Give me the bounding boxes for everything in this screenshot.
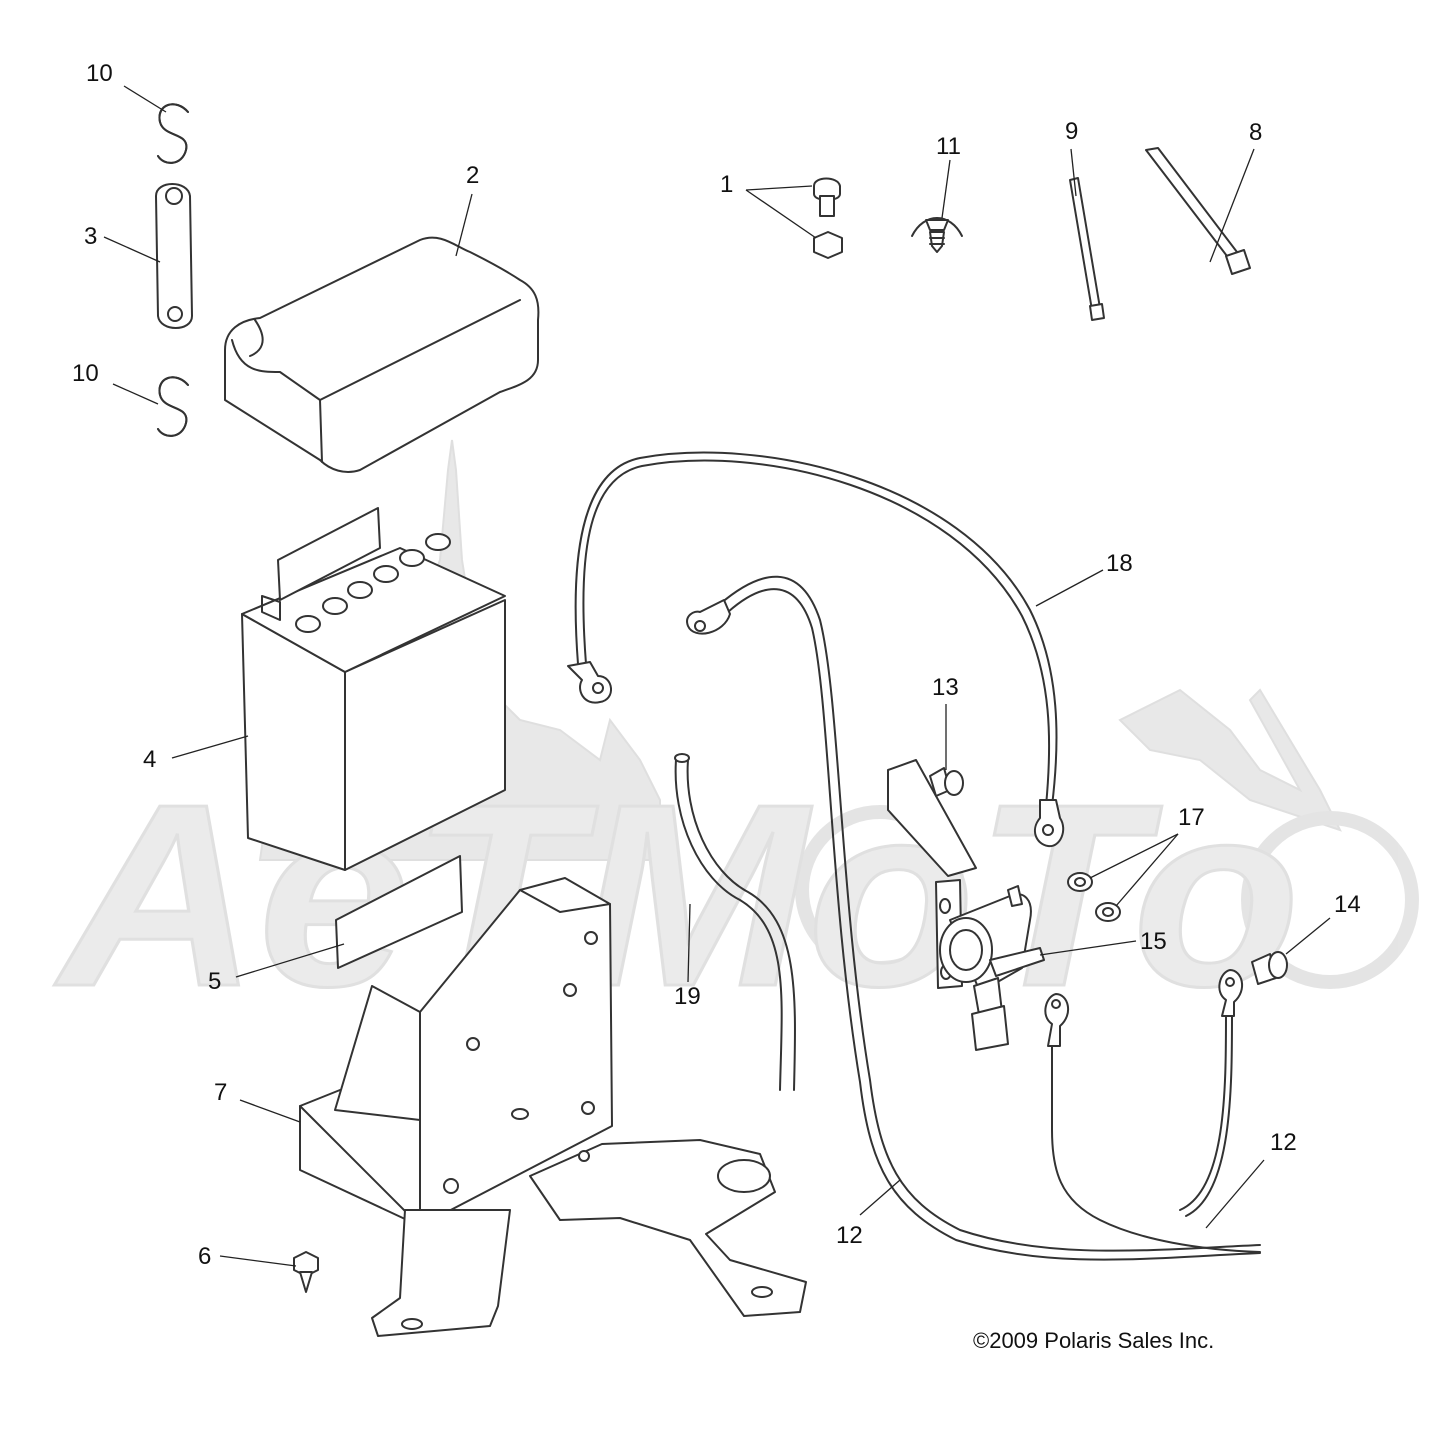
part-washers	[1067, 872, 1121, 922]
part-rivet-15	[1251, 951, 1288, 985]
part-label	[335, 855, 463, 969]
callout-13: 12	[1270, 1129, 1297, 1156]
callout-16: 15	[1140, 928, 1167, 955]
part-link-bar	[155, 183, 193, 329]
part-bolt-and-nut	[813, 177, 843, 259]
callout-10-top: 10	[86, 60, 113, 87]
callout-12: 12	[836, 1222, 863, 1249]
part-battery-box	[299, 877, 807, 1337]
callout-1: 1	[720, 171, 733, 198]
callout-labels: 10 3 10 2 4 5 7 6 1 11 9 8 18 13 17 14 1…	[72, 60, 1361, 1270]
part-solenoid	[935, 879, 1045, 1051]
part-battery-cover	[224, 236, 540, 473]
callout-18: 18	[1106, 550, 1133, 577]
callout-8: 8	[1249, 119, 1262, 146]
part-s-hook-bottom	[157, 376, 189, 437]
part-push-clip	[911, 217, 963, 253]
part-cable-tie-long	[1145, 147, 1251, 275]
part-cable-tie-short	[1069, 177, 1105, 321]
part-s-hook-top	[157, 103, 189, 164]
battery-terminal-caps	[295, 533, 451, 633]
watermark-wheel-rear	[1241, 811, 1419, 989]
part-cable-13	[1044, 969, 1261, 1253]
callout-10-bottom: 10	[72, 360, 99, 387]
callout-14: 13	[932, 674, 959, 701]
part-rivet-14	[929, 767, 964, 797]
part-cable-12	[686, 575, 1261, 1261]
callout-19: 19	[674, 983, 701, 1010]
leader-lines	[103, 85, 1331, 1267]
part-decal	[887, 759, 977, 877]
callout-2: 2	[466, 162, 479, 189]
part-hose	[674, 753, 796, 1091]
callout-3: 3	[84, 223, 97, 250]
callout-5: 5	[208, 968, 221, 995]
callout-9: 9	[1065, 118, 1078, 145]
callout-17: 17	[1178, 804, 1205, 831]
part-cable-18	[567, 451, 1065, 848]
copyright-notice: ©2009 Polaris Sales Inc.	[973, 1328, 1214, 1353]
part-bolt	[293, 1251, 319, 1293]
callout-6: 6	[198, 1243, 211, 1270]
callout-4: 4	[143, 746, 156, 773]
callout-11: 11	[936, 133, 961, 160]
watermark-motorcycle	[1118, 688, 1342, 832]
callout-15: 14	[1334, 891, 1361, 918]
part-battery	[241, 507, 506, 871]
callout-7: 7	[214, 1079, 227, 1106]
